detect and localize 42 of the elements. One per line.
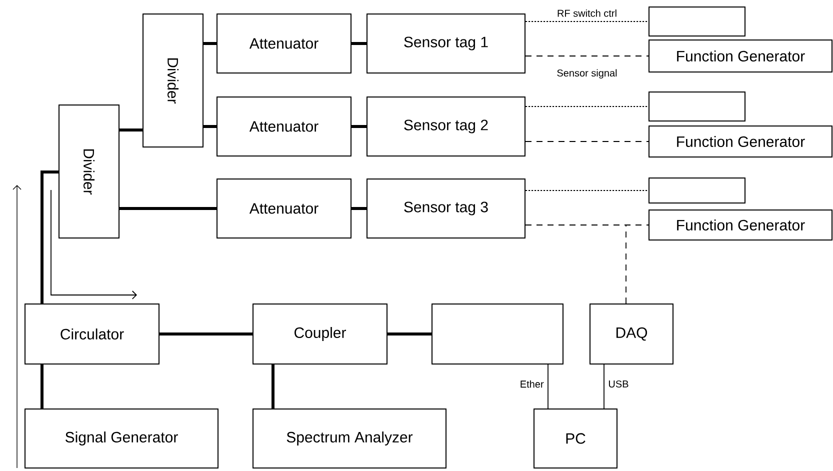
component-box: Attenuator: [216, 178, 352, 238]
connector-line: [272, 364, 274, 408]
connector-line: [120, 128, 142, 132]
component-box: Attenuator: [216, 96, 352, 156]
connector-line: [40, 170, 58, 304]
connector-line: [204, 125, 216, 128]
component-box: Sensor tag 1: [366, 14, 526, 74]
component-box: Divider: [58, 104, 120, 238]
connector-line: [120, 207, 216, 210]
component-box: PC: [534, 408, 618, 468]
component-box: [648, 178, 746, 204]
connector-line: [40, 364, 44, 408]
component-box: [432, 304, 564, 364]
component-box: Circulator: [24, 304, 160, 364]
connector-line: [388, 332, 432, 336]
connector-line: [525, 141, 649, 142]
connector-line: [352, 207, 366, 210]
component-box: Coupler: [252, 304, 388, 364]
connector-line: [352, 42, 366, 45]
connector-line: [160, 332, 252, 336]
connector-line: [525, 106, 649, 107]
edge-label: Ether: [520, 380, 544, 388]
component-box: [648, 92, 746, 122]
component-box: Sensor tag 3: [366, 178, 526, 238]
component-box: DAQ: [590, 304, 674, 364]
connector-line: [525, 21, 649, 22]
edge-label: RF switch ctrl: [558, 9, 616, 17]
edge-label: Sensor signal: [557, 69, 617, 79]
connector-line: [204, 42, 216, 45]
component-box: Signal Generator: [24, 408, 218, 468]
component-box: Function Generator: [648, 40, 832, 72]
component-box: Function Generator: [648, 126, 832, 158]
component-box: Function Generator: [648, 210, 832, 240]
component-box: Attenuator: [216, 14, 352, 74]
component-box: Sensor tag 2: [366, 96, 526, 156]
connector-line: [525, 190, 649, 191]
edge-label: USB: [608, 380, 628, 388]
component-box: Spectrum Analyzer: [252, 408, 446, 468]
connector-line: [352, 125, 366, 128]
connector-line: [626, 224, 649, 304]
component-box: [648, 6, 746, 36]
component-box: Divider: [142, 14, 204, 148]
